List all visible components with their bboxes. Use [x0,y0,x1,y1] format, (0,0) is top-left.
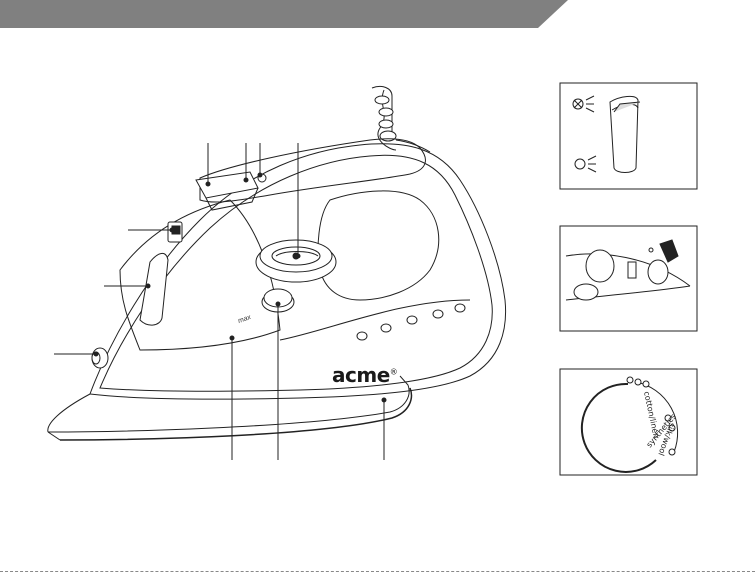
brand-logo: acme® [332,363,397,387]
bottom-rule [0,571,755,572]
brand-logo-text: acme [332,363,390,387]
detail-panel-steam [560,83,697,189]
filler-cap [92,348,108,368]
temperature-dial [256,240,336,282]
detail-panel-dial [560,369,697,475]
brand-registered-mark: ® [390,367,398,376]
steam-selector [168,222,182,242]
detail-panel-filler [560,226,697,331]
fabric-icons [357,304,465,340]
power-cord [372,86,430,152]
